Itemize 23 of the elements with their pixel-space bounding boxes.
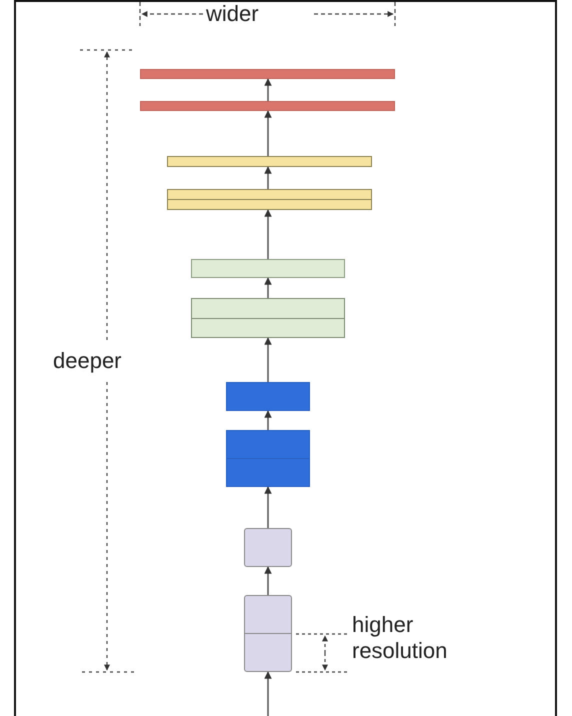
dimension-label: higher resolution [352, 612, 448, 664]
arrow [264, 209, 272, 259]
layer-bar [167, 189, 372, 210]
arrow [264, 166, 272, 189]
layer-bar [191, 259, 345, 278]
arrow [264, 78, 272, 101]
arrow [264, 410, 272, 430]
arrow [264, 566, 272, 595]
arrow [264, 110, 272, 156]
arrow [264, 671, 272, 716]
dimension-label: wider [206, 1, 260, 27]
layer-bar [140, 69, 395, 79]
layer-bar [226, 430, 310, 487]
layer-bar [140, 101, 395, 111]
layer-bar [191, 298, 345, 338]
arrow [264, 277, 272, 298]
arrow [264, 486, 272, 528]
layer-box [244, 528, 292, 567]
dimension-label: deeper [53, 348, 123, 374]
layer-bar [226, 382, 310, 411]
arrow [264, 337, 272, 382]
layer-bar [167, 156, 372, 167]
layer-box [244, 595, 292, 672]
